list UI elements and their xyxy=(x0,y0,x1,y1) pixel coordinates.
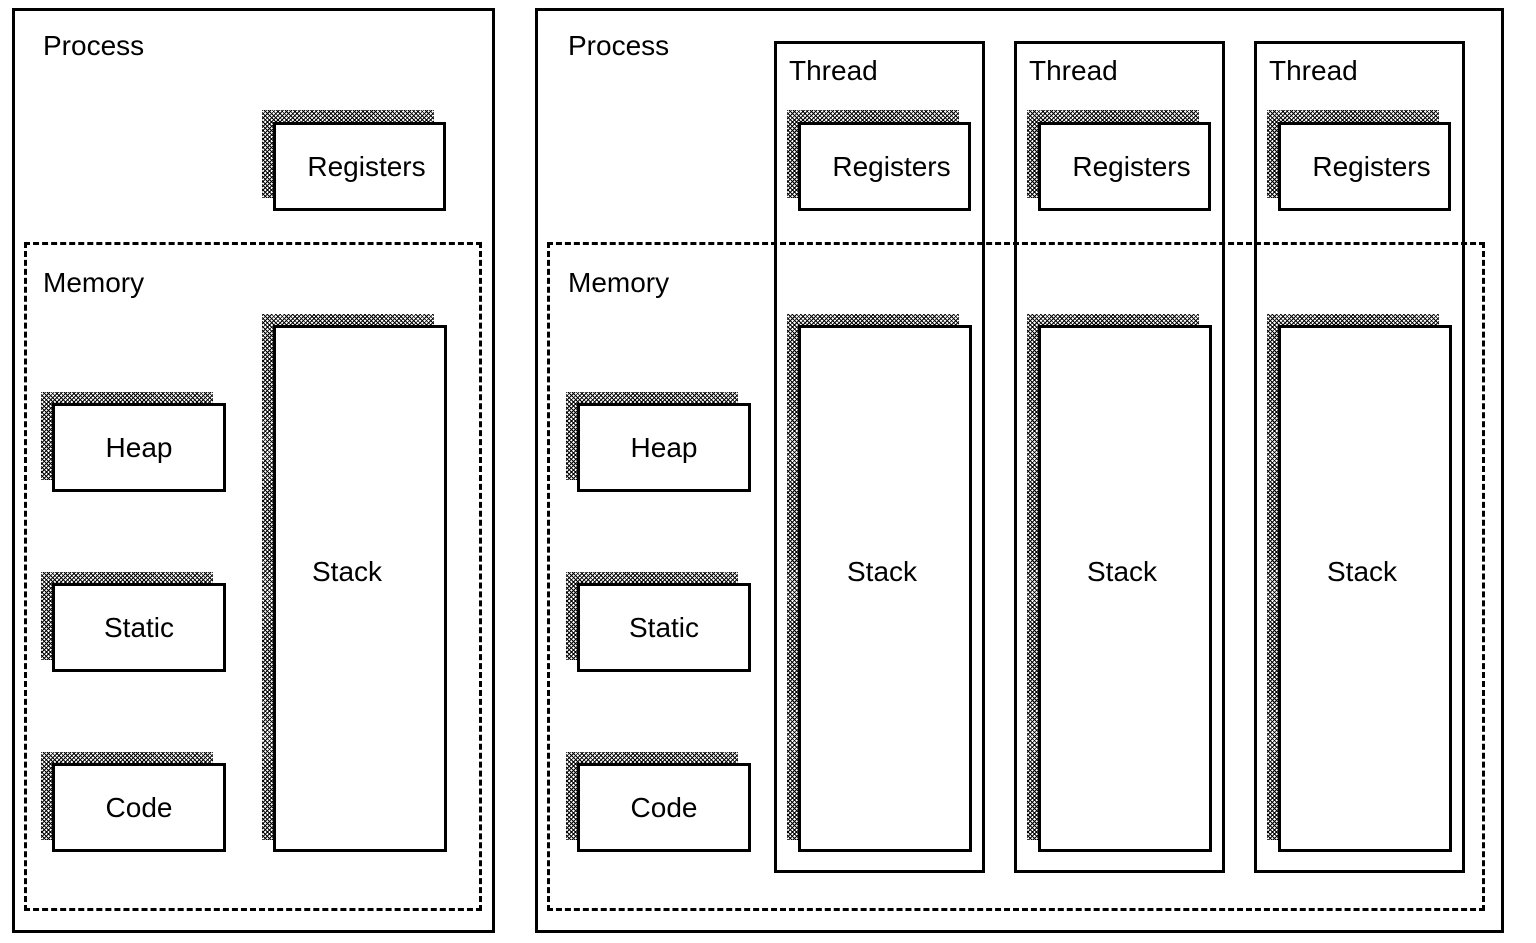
thread-frame xyxy=(1014,41,1225,873)
static-box: Static xyxy=(577,583,751,672)
registers-label: Registers xyxy=(832,150,951,182)
stack-label: Stack xyxy=(1326,555,1398,587)
thread-title: Thread xyxy=(1029,55,1118,86)
stack-label: Stack xyxy=(1086,555,1158,587)
process-title: Process xyxy=(568,30,670,61)
static-label: Static xyxy=(628,611,700,643)
registers-box: Registers xyxy=(1038,122,1211,211)
stack-box: Stack xyxy=(1278,325,1452,852)
thread-title: Thread xyxy=(1269,55,1358,86)
stack-label: Stack xyxy=(846,555,918,587)
process-single-thread xyxy=(12,8,495,933)
static-label: Static xyxy=(103,611,175,643)
registers-box: Registers xyxy=(273,122,446,211)
code-box: Code xyxy=(52,763,226,852)
code-box: Code xyxy=(577,763,751,852)
registers-label: Registers xyxy=(1312,150,1431,182)
thread-title: Thread xyxy=(789,55,878,86)
static-box: Static xyxy=(52,583,226,672)
process-multi-thread xyxy=(535,8,1504,933)
registers-box: Registers xyxy=(1278,122,1451,211)
memory-region xyxy=(24,242,482,911)
thread-frame xyxy=(774,41,985,873)
code-label: Code xyxy=(630,791,698,823)
registers-label: Registers xyxy=(307,150,426,182)
code-label: Code xyxy=(105,791,173,823)
heap-label: Heap xyxy=(630,431,698,463)
registers-label: Registers xyxy=(1072,150,1191,182)
memory-label: Memory xyxy=(43,267,145,298)
heap-box: Heap xyxy=(577,403,751,492)
heap-box: Heap xyxy=(52,403,226,492)
registers-box: Registers xyxy=(798,122,971,211)
memory-label: Memory xyxy=(568,267,670,298)
heap-label: Heap xyxy=(105,431,173,463)
thread-frame xyxy=(1254,41,1465,873)
process-title: Process xyxy=(43,30,145,61)
stack-label: Stack xyxy=(311,555,383,587)
stack-box: Stack xyxy=(798,325,972,852)
stack-box: Stack xyxy=(273,325,447,852)
stack-box: Stack xyxy=(1038,325,1212,852)
